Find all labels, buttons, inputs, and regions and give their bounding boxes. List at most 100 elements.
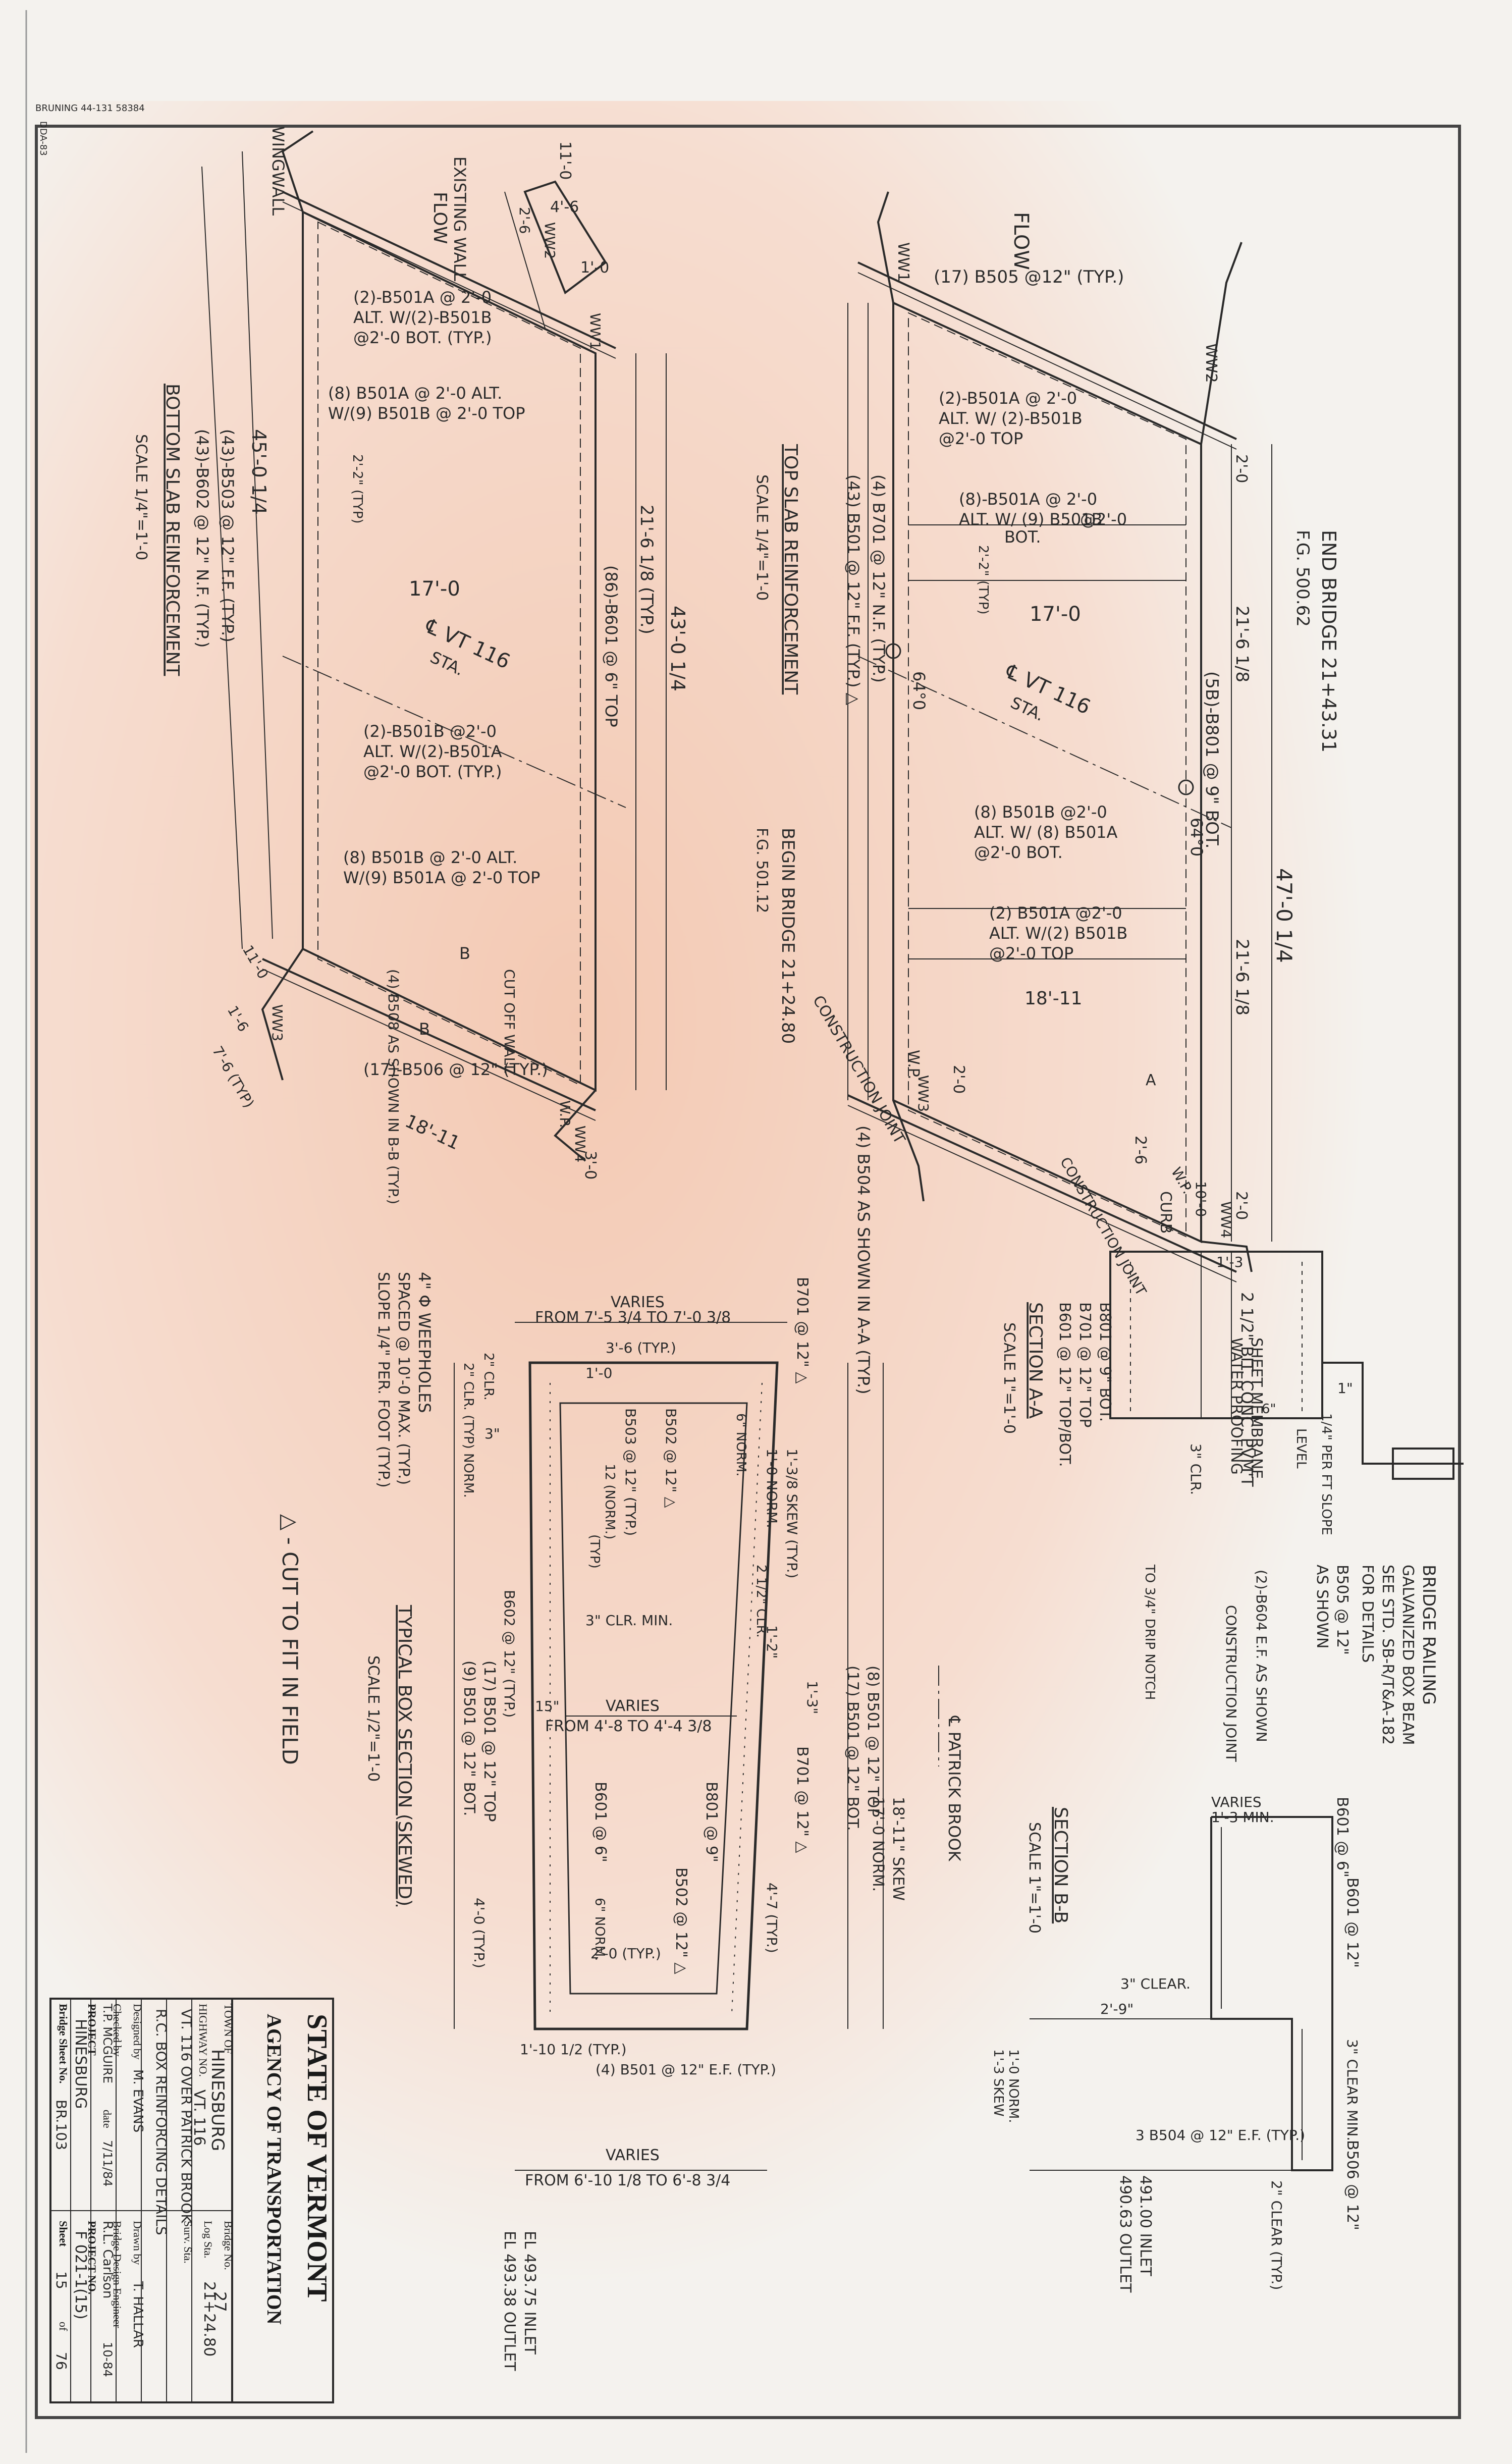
note1b-bot: ALT. W/(2)-B501B bbox=[353, 308, 492, 327]
note2-bot: (8) B501A @ 2'-0 ALT. bbox=[328, 384, 502, 403]
railing2: GALVANIZED BOX BEAM bbox=[1399, 1565, 1417, 1745]
from-mid: FROM 4'-8 TO 4'-4 3/8 bbox=[545, 1718, 712, 1735]
dim-3-box: 3" bbox=[484, 1425, 500, 1442]
note1c-bot: @2'-0 BOT. (TYP.) bbox=[353, 328, 492, 347]
dim-15-box: 15" bbox=[535, 1698, 560, 1715]
note3-top: (8) B501B @2'-0 bbox=[974, 802, 1107, 822]
note3-bot: (2)-B501B @2'-0 bbox=[363, 722, 497, 741]
skew-18-box: 18'-11" SKEW bbox=[889, 1797, 907, 1901]
bb-clear3: 3" CLEAR. bbox=[1120, 1975, 1191, 1992]
note4c-top: @2'-0 TOP bbox=[989, 944, 1073, 963]
dim-2-6-bot: 2'-6 bbox=[516, 207, 533, 234]
bottom-slab-title: BOTTOM SLAB REINFORCEMENT bbox=[162, 384, 183, 676]
cut-note: △ - CUT TO FIT IN FIELD bbox=[278, 1514, 302, 1765]
b501b-box: (9) B501 @ 12" BOT. bbox=[460, 1660, 478, 1816]
log-value: 21+24.80 bbox=[200, 2281, 218, 2356]
bb-outlet: 490.63 OUTLET bbox=[1116, 2175, 1134, 2293]
bottom-slab-scale: SCALE 1/4"=1'-0 bbox=[132, 434, 150, 560]
small-dim-top: 2'-2" (TYP) bbox=[976, 545, 991, 615]
dim-6-aa: 6" bbox=[1262, 1402, 1276, 1417]
sheet-border bbox=[35, 125, 1461, 2419]
norm-6-box: 6" NORM. bbox=[733, 1413, 748, 1476]
ww1-bot: WW1 bbox=[587, 313, 604, 350]
varies-bot: VARIES bbox=[606, 2147, 660, 2164]
of-label: of bbox=[57, 2322, 70, 2331]
patrick-brook: ℄ PATRICK BROOK bbox=[945, 1716, 964, 1862]
surv-label: Surv. Sta. bbox=[182, 2221, 194, 2264]
end-bridge: END BRIDGE 21+43.31 bbox=[1318, 530, 1340, 753]
bar-b503: (43)-B503 @ 12" F.F. (TYP.) bbox=[218, 429, 237, 642]
note4b-bot: W/(9) B501A @ 2'-0 TOP bbox=[343, 868, 540, 887]
top-slab-title: TOP SLAB REINFORCEMENT bbox=[780, 444, 801, 695]
note4-bot: (8) B501B @ 2'-0 ALT. bbox=[343, 848, 517, 867]
begin-fg: F.G. 501.12 bbox=[753, 828, 771, 913]
norm-17-box: 17'-0 NORM. bbox=[869, 1797, 887, 1892]
bridge-no: 27 bbox=[210, 2291, 230, 2312]
ww2-bot: WW2 bbox=[542, 222, 558, 259]
sheet-no-value: BR.103 bbox=[53, 2100, 70, 2150]
b701-aa: B701 @ 12" TOP bbox=[1076, 1302, 1094, 1427]
wingwall-label: WINGWALL bbox=[268, 126, 288, 216]
dim-1-aa: 1" bbox=[1337, 1380, 1353, 1397]
agency-title: AGENCY OF TRANSPORTATION bbox=[263, 2014, 286, 2325]
bb-dim-1-3: 1'-3 SKEW bbox=[991, 2049, 1006, 2117]
bb-b504: 3 B504 @ 12" E.F. (TYP.) bbox=[1136, 2127, 1305, 2144]
b-mark-2: B bbox=[419, 1020, 430, 1039]
railing3: SEE STD. SB-R/T&A-182 bbox=[1379, 1565, 1396, 1745]
weep2: SPACED @ 10'-0 MAX. (TYP.) bbox=[395, 1272, 412, 1485]
hwy-label: HIGHWAY NO. bbox=[197, 2004, 209, 2077]
bb-varies2: 1'-3 MIN. bbox=[1211, 1809, 1274, 1826]
b503-box: B503 @ 12" (TYP.) bbox=[622, 1408, 639, 1536]
b602-box: B602 @ 12" (TYP.) bbox=[501, 1590, 518, 1718]
sheet-label: Sheet bbox=[57, 2221, 70, 2247]
section-bb bbox=[1030, 1816, 1333, 2171]
dim-21-6-a: 21'-6 1/8 bbox=[1232, 606, 1252, 682]
note1-bot: (2)-B501A @ 2'-0 bbox=[353, 288, 492, 307]
dim-11-bot: 11'-0 bbox=[556, 141, 574, 180]
clr-3-box: 3" CLR. MIN. bbox=[585, 1612, 673, 1629]
section-bb-title: SECTION B-B bbox=[1050, 1807, 1071, 1923]
level-aa: LEVEL bbox=[1293, 1428, 1309, 1469]
dim-21-6-b: 21'-6 1/8 bbox=[1232, 939, 1252, 1015]
bb-inlet: 491.00 INLET bbox=[1137, 2175, 1154, 2276]
dim-2-0-a: 2'-0 bbox=[1232, 454, 1250, 483]
bottom-slab-labels: WINGWALL EXISTING WALL FLOW 11'-0 4'-6 1… bbox=[132, 126, 689, 1204]
dim-4-7-box: 4'-7 (TYP.) bbox=[764, 1883, 780, 1953]
b801-box: B801 @ 9" bbox=[703, 1782, 720, 1862]
el-outlet: EL 493.38 OUTLET bbox=[501, 2231, 518, 2371]
bar-5b: (5B)-B801 @ 9" BOT. bbox=[1202, 671, 1222, 849]
log-label: Log Sta. bbox=[202, 2221, 214, 2259]
b801-aa: B801 @ 9" BOT. bbox=[1096, 1302, 1114, 1422]
bb-clear3min: 3" CLEAR MIN. bbox=[1344, 2039, 1361, 2141]
bb-varies: VARIES bbox=[1211, 1794, 1262, 1810]
bb-clear2: 2" CLEAR (TYP.) bbox=[1268, 2180, 1285, 2290]
ww2-top: WW2 bbox=[1202, 343, 1220, 383]
dim-47: 47'-0 1/4 bbox=[1272, 868, 1297, 963]
b501c-box: (8) B501 @ 12" TOP bbox=[864, 1666, 882, 1817]
drawn-value: T. HALLAR bbox=[130, 2281, 145, 2348]
b701-box: B701 @ 12" △ bbox=[793, 1277, 811, 1384]
note4-top: (2) B501A @2'-0 bbox=[989, 903, 1122, 923]
b601-aa: B601 @ 12" TOP/BOT. bbox=[1056, 1302, 1073, 1467]
bb-dim-2-9: 2'-9" bbox=[1100, 2001, 1133, 2017]
section-aa-title: SECTION A-A bbox=[1025, 1302, 1046, 1419]
varies-mid: VARIES bbox=[606, 1697, 660, 1715]
state-title: STATE OF VERMONT bbox=[301, 2014, 333, 2301]
dim-2-0-box: 2'-0 (TYP.) bbox=[590, 1945, 661, 1962]
title-block bbox=[49, 1998, 334, 2403]
existing-wall: EXISTING WALL bbox=[450, 156, 469, 281]
ww3-top: WW3 bbox=[915, 1075, 932, 1112]
dim-4-6: 4'-6 bbox=[550, 198, 579, 216]
from-top: FROM 7'-5 3/4 TO 7'-0 3/8 bbox=[535, 1309, 731, 1326]
approved-label: Bridge Design Engineer bbox=[111, 2221, 124, 2328]
typ-box: (TYP) bbox=[587, 1534, 602, 1569]
weep1: 4" Φ WEEPHOLES bbox=[415, 1272, 434, 1413]
approved-value: R.L. Carlson bbox=[100, 2221, 115, 2298]
norm-clr-box: 2" CLR. (TYP) NORM. bbox=[461, 1363, 476, 1498]
dim-17-top: 17'-0 bbox=[1030, 603, 1081, 626]
skew-1b-box: 1'-0 NORM. bbox=[764, 1449, 780, 1528]
dim-3clr-aa: 3" CLR. bbox=[1187, 1443, 1204, 1495]
dim-17-bot: 17'-0 bbox=[409, 577, 460, 601]
drawn-label: Drawn by bbox=[131, 2221, 144, 2265]
bb-b506: B506 @ 12" bbox=[1343, 2140, 1361, 2230]
